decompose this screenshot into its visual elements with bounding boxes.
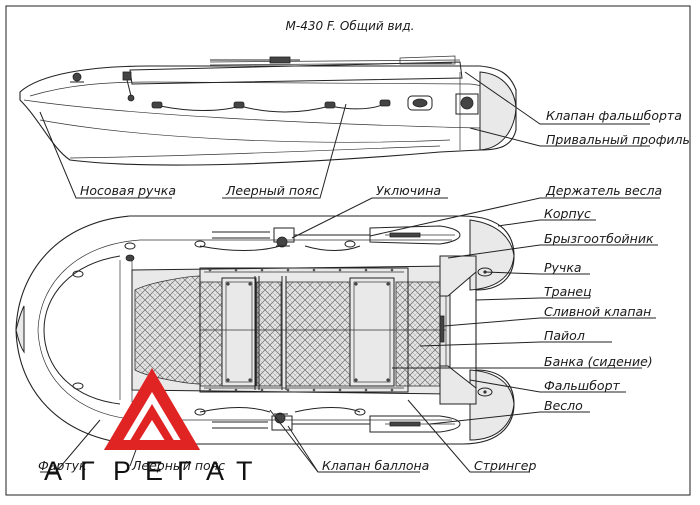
label-stringer: Стрингер bbox=[474, 458, 536, 473]
valve-side bbox=[407, 95, 433, 111]
label-klapan-falshborta: Клапан фальшборта bbox=[546, 108, 682, 123]
label-veslo: Весло bbox=[544, 398, 583, 413]
drawing-frame bbox=[5, 5, 691, 496]
oarlock-side bbox=[122, 71, 135, 102]
seats bbox=[221, 277, 395, 387]
agregat-logo: А Г Р Е Г А Т bbox=[44, 368, 253, 486]
leader-lines bbox=[39, 71, 660, 473]
label-derzhatel-vesla: Держатель весла bbox=[545, 183, 662, 198]
bow-handle-side bbox=[70, 72, 84, 83]
logo-triangle-icon bbox=[104, 368, 200, 450]
stern-cone-top bbox=[469, 219, 515, 291]
label-bryzgootboynik: Брызгоотбойник bbox=[544, 231, 654, 246]
transom bbox=[439, 255, 477, 405]
floor-frame-rivets bbox=[208, 268, 394, 392]
label-lerny-poyas-bottom: Леерный пояс bbox=[131, 458, 225, 473]
label-tranets: Транец bbox=[544, 284, 592, 299]
label-fartuk: Фартук bbox=[38, 458, 87, 473]
label-ruchka: Ручка bbox=[544, 260, 582, 275]
life-line-top bbox=[72, 240, 366, 434]
logo-letter-6: А bbox=[206, 456, 224, 486]
logo-letter-3: Р bbox=[113, 456, 131, 486]
brand-plate-side bbox=[455, 93, 479, 115]
label-falshbort: Фальшборт bbox=[544, 378, 621, 393]
bow-handle-top bbox=[125, 254, 135, 262]
logo-letter-2: Г bbox=[80, 456, 95, 486]
label-slivnoy-klapan: Сливной клапан bbox=[544, 304, 651, 319]
life-line-side bbox=[151, 99, 391, 113]
label-korpus: Корпус bbox=[544, 206, 591, 221]
label-banka: Банка (сидение) bbox=[544, 354, 653, 369]
label-lerny-poyas-top: Леерный пояс bbox=[225, 183, 319, 198]
label-privalny-profil: Привальный профиль bbox=[546, 132, 690, 147]
side-tube bbox=[19, 65, 517, 166]
logo-letter-1: А bbox=[44, 456, 62, 486]
logo-letter-5: Г bbox=[177, 456, 192, 486]
stern-cone-bottom bbox=[469, 369, 515, 441]
top-view bbox=[15, 215, 515, 445]
floor-panels bbox=[134, 275, 441, 387]
side-stern-cone bbox=[479, 71, 517, 151]
label-payol: Пайол bbox=[544, 328, 585, 343]
side-view bbox=[19, 55, 517, 166]
label-klapan-ballona: Клапан баллона bbox=[322, 458, 429, 473]
logo-letter-4: Е bbox=[145, 456, 163, 486]
label-nosovaya-ruchka: Носовая ручка bbox=[80, 183, 176, 198]
drain-valve bbox=[439, 315, 445, 343]
oar-bottom bbox=[212, 415, 461, 433]
label-uklyuchina: Уключина bbox=[376, 183, 441, 198]
diagram-title: М-430 F. Общий вид. bbox=[286, 19, 415, 33]
callout-labels: Клапан фальшборта Привальный профиль Нос… bbox=[38, 108, 690, 473]
oarlock-top bbox=[276, 236, 290, 248]
bow-cone bbox=[15, 305, 25, 354]
logo-letter-7: Т bbox=[236, 456, 253, 486]
